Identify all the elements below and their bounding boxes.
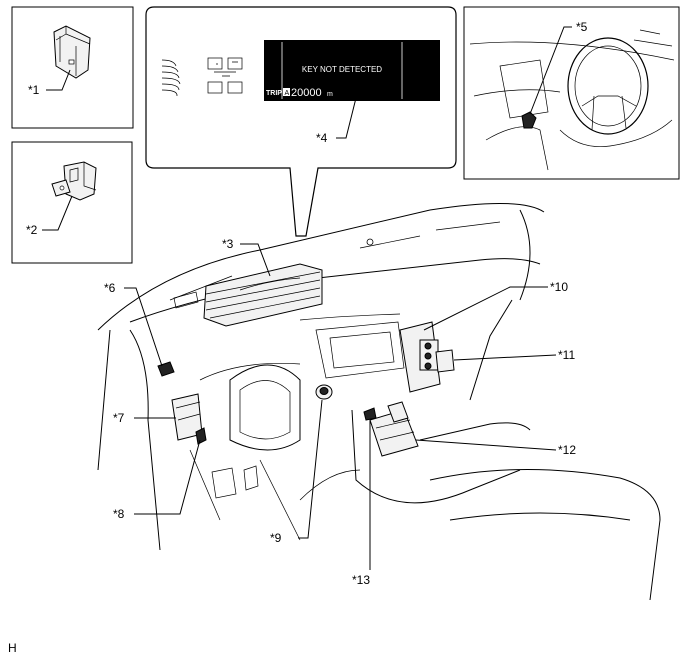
trip-mode: A	[285, 90, 290, 97]
energy-monitor-icons	[207, 57, 243, 94]
shift-lever-assembly	[363, 401, 419, 457]
cabin-illustration-5	[469, 29, 675, 171]
callout-7: *7	[113, 411, 125, 425]
lcd-screen	[264, 40, 440, 101]
callout-2: *2	[26, 223, 38, 237]
inset-box-part-2: *2	[11, 141, 133, 264]
callout-10: *10	[550, 280, 568, 294]
clock-suffix: PM	[425, 56, 436, 63]
callout-12: *12	[558, 443, 576, 457]
dashboard-illustration	[97, 202, 661, 601]
callout-13: *13	[352, 573, 370, 587]
callout-1: *1	[28, 83, 40, 97]
inset-box-part-1: *1	[11, 6, 134, 129]
inset-box-part-5: *5	[463, 6, 680, 180]
part-9-switch	[315, 384, 333, 400]
power-gauge-bars	[161, 59, 181, 97]
module-illustration-1	[53, 25, 91, 79]
odometer-unit: m	[327, 91, 333, 98]
trip-label: TRIP	[266, 90, 282, 97]
callout-leaders: *3 *6 *7 *8 *9 *10 *11 *12 *13	[104, 237, 576, 587]
lcd-message: KEY NOT DETECTED	[302, 65, 382, 74]
meter-display-bubble: KEY NOT DETECTED TRIP A 20000 m 12:00 PM…	[145, 6, 457, 237]
figure-code: H	[8, 641, 17, 655]
clock: 12:00	[405, 39, 440, 55]
callout-6: *6	[104, 281, 116, 295]
trip-readout: TRIP A 20000 m	[266, 87, 333, 99]
callout-5: *5	[576, 20, 588, 34]
odometer-value: 20000	[291, 87, 322, 99]
callout-9: *9	[270, 531, 282, 545]
combination-meter	[203, 263, 323, 327]
callout-11: *11	[558, 348, 575, 362]
callout-8: *8	[113, 507, 125, 521]
callout-3: *3	[222, 237, 234, 251]
bracket-illustration-2	[51, 161, 97, 201]
ac-control-panel	[399, 321, 455, 393]
callout-4: *4	[316, 131, 328, 145]
